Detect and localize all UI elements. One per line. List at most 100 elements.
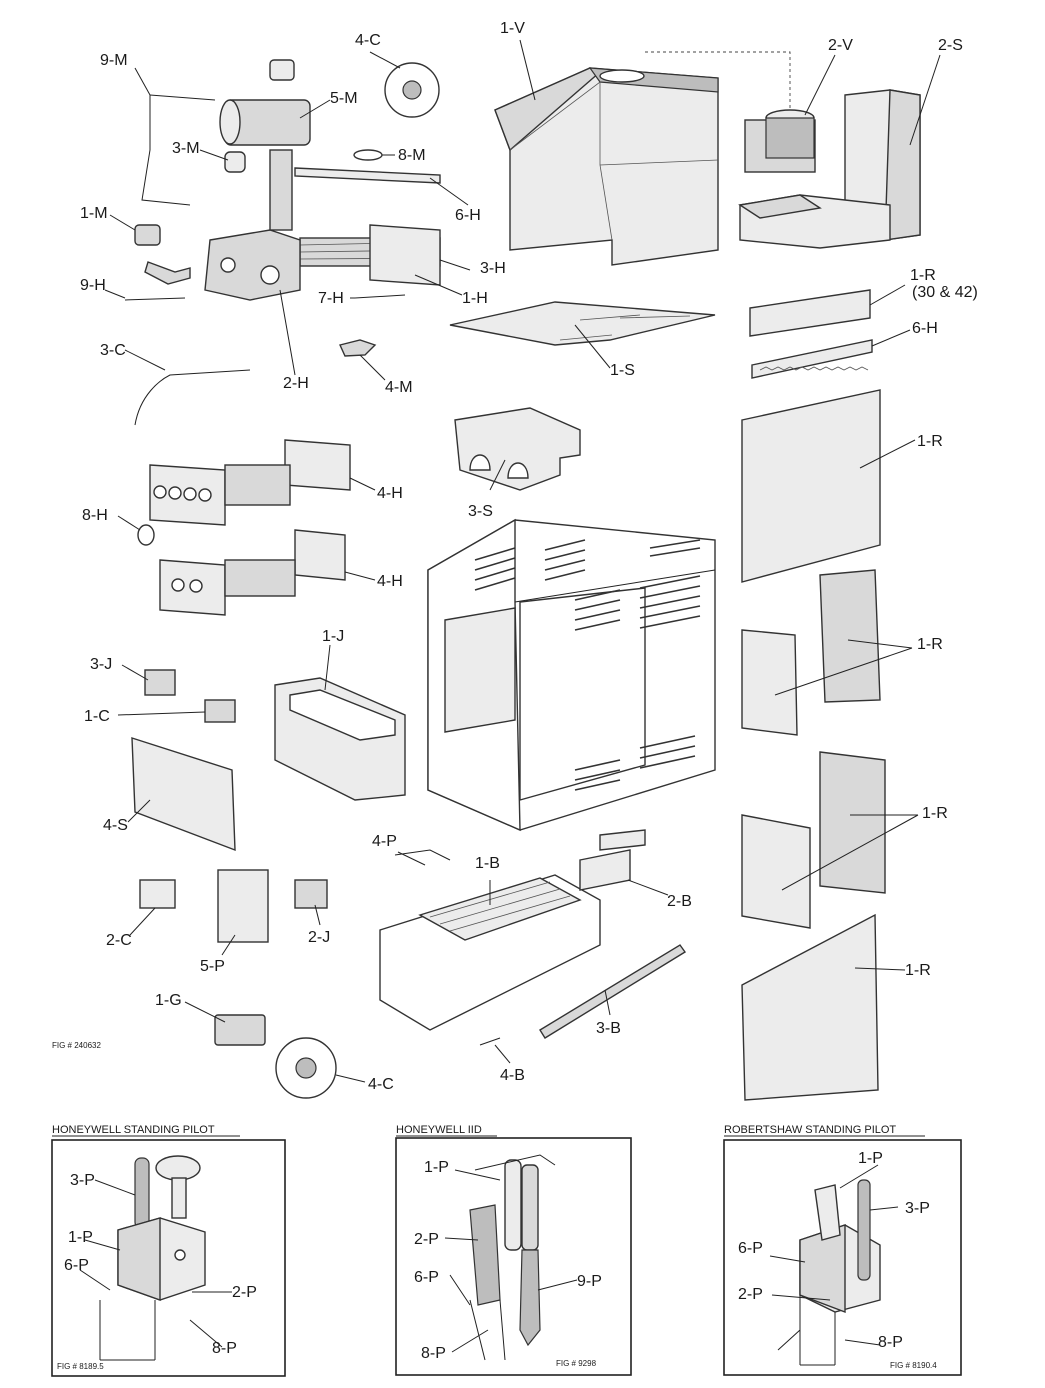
label-3B: 3-B	[596, 1020, 621, 1037]
part-cabinet	[427, 518, 716, 832]
main-fig-number: FIG # 240632	[52, 1041, 101, 1050]
hw-sp-label-2P: 2-P	[232, 1284, 257, 1301]
hw-sp-fig-number: FIG # 8189.5	[57, 1362, 104, 1371]
label-1C: 1-C	[84, 708, 110, 725]
part-4S-panel	[131, 737, 236, 852]
inset-title-hw-sp: HONEYWELL STANDING PILOT	[52, 1124, 215, 1136]
label-1R-a: 1-R	[917, 433, 943, 450]
part-3M	[224, 151, 246, 173]
label-4P: 4-P	[372, 833, 397, 850]
cabinet-louvers	[474, 539, 701, 791]
label-5P: 5-P	[200, 958, 225, 975]
label-1J: 1-J	[322, 628, 344, 645]
part-1R-panel-c2	[741, 814, 811, 929]
valve-knob-bottom	[295, 1057, 317, 1079]
part-8H-gasket	[137, 524, 155, 546]
part-2C	[139, 879, 176, 909]
part-3J	[144, 669, 176, 696]
part-1G	[214, 1014, 266, 1046]
part-1R-panel-b2	[741, 629, 798, 736]
label-1V: 1-V	[500, 20, 525, 37]
part-2B-bracket-a	[599, 829, 646, 851]
label-3M: 3-M	[172, 140, 200, 157]
label-2B: 2-B	[667, 893, 692, 910]
part-labels: 9-M 4-C 1-V 2-V 2-S 5-M 3-M 8-M 6-H 1-M …	[52, 20, 978, 1093]
label-3S: 3-S	[468, 503, 493, 520]
part-1R-panel-a	[741, 389, 881, 583]
part-8M-gasket	[353, 149, 383, 161]
part-5P	[217, 869, 269, 943]
hw-sp-label-1P: 1-P	[68, 1229, 93, 1246]
hw-sp-label-8P: 8-P	[212, 1340, 237, 1357]
rs-sp-label-6P: 6-P	[738, 1240, 763, 1257]
part-1M	[134, 224, 161, 246]
label-1R-c: 1-R	[922, 805, 948, 822]
hw-sp-label-3P: 3-P	[70, 1172, 95, 1189]
label-4B: 4-B	[500, 1067, 525, 1084]
part-6H-baffle-top	[294, 167, 441, 184]
label-3J: 3-J	[90, 656, 112, 673]
part-9H-rod	[124, 297, 186, 301]
hw-iid-fig-number: FIG # 9298	[556, 1359, 597, 1368]
inset-honeywell-iid: HONEYWELL IID 1-P 2-P 6-P 9-P 8-P FIG # …	[395, 1124, 632, 1376]
part-1V-flue-collector	[494, 67, 719, 266]
leader-dashed-2V	[645, 51, 791, 115]
part-1R-panel-b1	[819, 569, 881, 703]
part-4P-wire	[394, 849, 451, 861]
part-4H-exchanger-b	[159, 529, 346, 616]
label-2C: 2-C	[106, 932, 132, 949]
label-4H-a: 4-H	[377, 485, 403, 502]
part-1R-strip	[749, 289, 871, 337]
label-4S: 4-S	[103, 817, 128, 834]
hw-iid-label-6P: 6-P	[414, 1269, 439, 1286]
part-9M-wire-b	[149, 94, 216, 101]
label-4M: 4-M	[385, 379, 413, 396]
label-2S: 2-S	[938, 37, 963, 54]
rs-sp-fig-number: FIG # 8190.4	[890, 1361, 937, 1370]
label-4C-top: 4-C	[355, 32, 381, 49]
label-1R-note: (30 & 42)	[912, 284, 978, 301]
part-2V-draft-hood	[744, 109, 816, 173]
part-1R-panel-d	[741, 913, 879, 1101]
rs-sp-label-3P: 3-P	[905, 1200, 930, 1217]
label-1G: 1-G	[155, 992, 182, 1009]
part-3C-wire	[134, 369, 251, 426]
label-7H: 7-H	[318, 290, 344, 307]
valve-knob-top	[402, 80, 422, 100]
part-1H-heat-exchanger	[294, 167, 441, 286]
rs-sp-label-8P: 8-P	[878, 1334, 903, 1351]
part-4B-orifice	[479, 1037, 501, 1046]
part-3S-support	[454, 407, 581, 491]
label-1R-b: 1-R	[917, 636, 943, 653]
label-1M: 1-M	[80, 205, 108, 222]
part-2H-header	[204, 229, 301, 301]
part-4H-exchanger-a	[149, 439, 351, 526]
label-2J: 2-J	[308, 929, 330, 946]
rs-sp-label-2P: 2-P	[738, 1286, 763, 1303]
label-1R-30-42: 1-R	[910, 267, 936, 284]
part-2B-bracket-b	[579, 849, 631, 891]
inset-honeywell-standing-pilot: HONEYWELL STANDING PILOT 3-P 1-P 6-P 2-P…	[51, 1124, 286, 1377]
label-2H: 2-H	[283, 375, 309, 392]
part-2J	[294, 879, 328, 909]
part-1C	[204, 699, 236, 723]
part-elbow	[144, 261, 191, 285]
label-2V: 2-V	[828, 37, 853, 54]
part-5M-pump	[219, 59, 311, 231]
label-8H: 8-H	[82, 507, 108, 524]
part-3B-rod	[539, 944, 687, 1039]
rs-sp-label-1P: 1-P	[858, 1150, 883, 1167]
part-1R-panel-c1	[819, 751, 886, 894]
inset-title-hw-iid: HONEYWELL IID	[396, 1124, 482, 1136]
leader-lines	[104, 39, 941, 1083]
label-3C: 3-C	[100, 342, 126, 359]
hw-sp-label-6P: 6-P	[64, 1257, 89, 1274]
part-1J-tray	[274, 677, 406, 801]
label-1H: 1-H	[462, 290, 488, 307]
part-7H-bolt	[354, 294, 406, 299]
label-9H: 9-H	[80, 277, 106, 294]
label-8M: 8-M	[398, 147, 426, 164]
label-1S: 1-S	[610, 362, 635, 379]
baffle-teeth	[759, 366, 869, 371]
